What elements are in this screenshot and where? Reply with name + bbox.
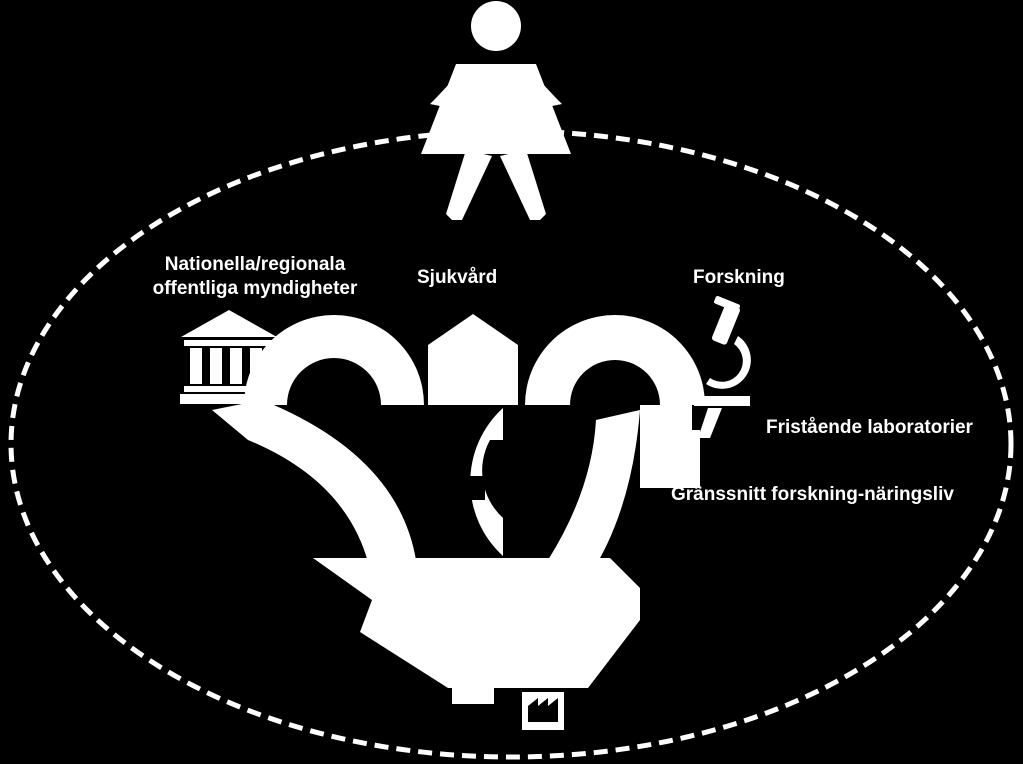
right-arch [525,315,705,405]
independent-labs-label: Fristående laboratorier [766,417,973,438]
person-icon [421,1,571,220]
government-label: Nationella/regionala offentliga myndighe… [100,253,410,301]
left-arch [244,315,424,405]
bottom-platform [313,558,640,688]
research-industry-interface-label: Gränssnitt forskning-näringsliv [671,484,954,505]
right-curve-band [548,410,640,575]
right-block [640,405,700,488]
healthcare-label: Sjukvård [417,267,498,288]
house-icon [428,314,518,405]
government-label-line1: Nationella/regionala [164,254,346,275]
center-c-shape [470,408,503,556]
research-label: Forskning [693,267,785,288]
factory-icon [522,692,564,730]
network-shapes [212,314,705,704]
left-curve-band [212,400,416,562]
platform-stem [452,686,494,704]
microscope-icon [694,296,751,438]
inner-squares [339,379,603,500]
government-label-line2: offentliga myndigheter [152,278,358,299]
government-building-icon [180,310,278,404]
